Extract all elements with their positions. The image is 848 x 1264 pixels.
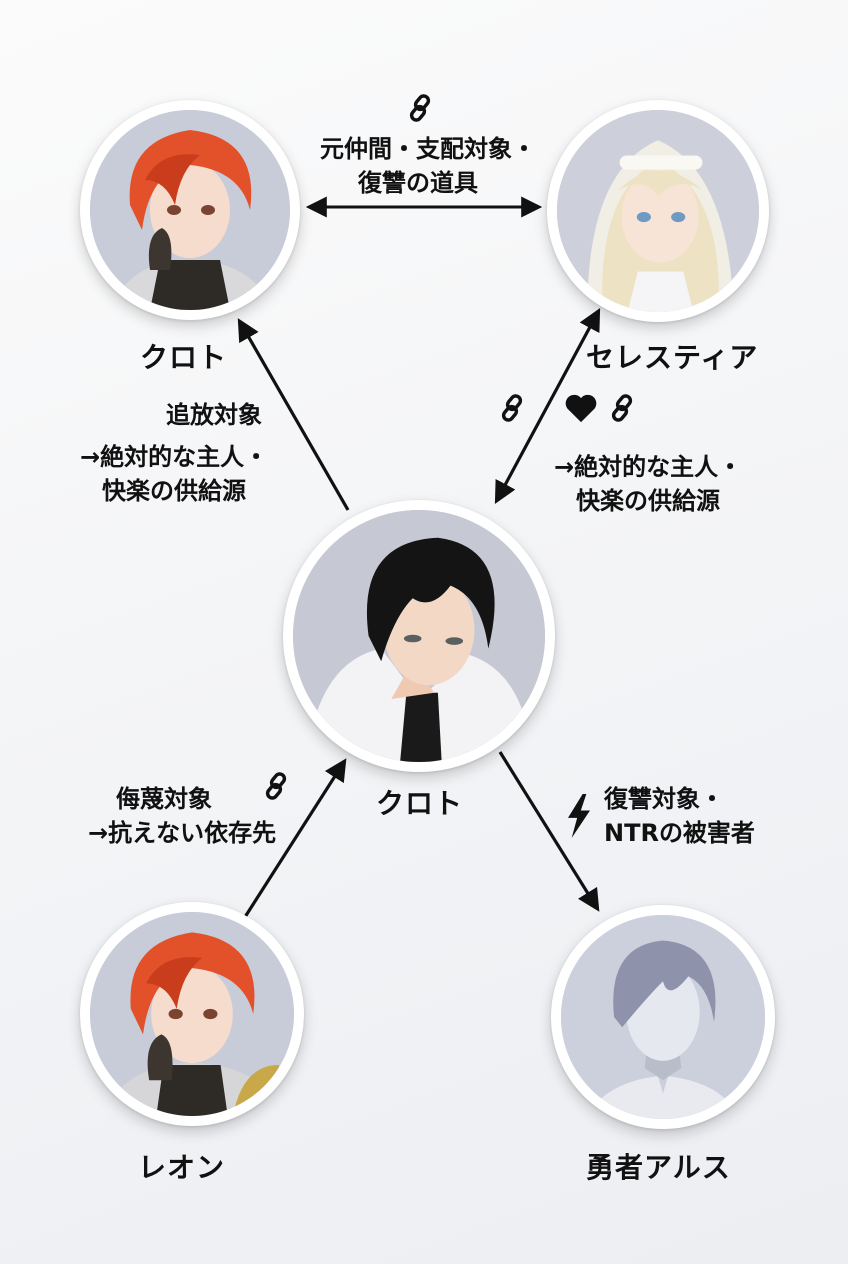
edge-label-center-to-top-left: 追放対象 →絶対的な主人・ 快楽の供給源 (80, 401, 269, 505)
edge-label-center-top-right: →絶対的な主人・ 快楽の供給源 (554, 453, 743, 515)
node-name-bottom-right: 勇者アルス (586, 1151, 731, 1184)
node-center[interactable] (283, 500, 555, 772)
portrait-red-haired-girl (90, 110, 290, 310)
chain-icon (404, 92, 436, 124)
heart-icon (564, 392, 598, 424)
portrait-black-haired-man (293, 510, 545, 762)
chain-icon (496, 392, 528, 424)
node-name-bottom-left: レオン (138, 1151, 226, 1184)
node-bottom-left[interactable] (80, 902, 304, 1126)
edge-label-center-to-bottom-right: 復讐対象・ NTRの被害者 (604, 785, 755, 847)
lightning-icon (564, 794, 594, 838)
node-name-top-right: セレスティア (586, 341, 759, 374)
chain-icon (260, 770, 292, 802)
node-top-right[interactable] (547, 100, 769, 322)
portrait-blonde-nun (557, 110, 759, 312)
node-name-center: クロト (376, 787, 464, 820)
node-bottom-right[interactable] (551, 905, 775, 1129)
chain-icon (606, 392, 638, 424)
portrait-red-haired-knight (90, 912, 294, 1116)
portrait-faceless-silhouette (561, 915, 765, 1119)
edge-label-top-horizontal: 元仲間・支配対象・ 復讐の道具 (320, 135, 536, 197)
edge-label-bottom-left-to-center: 侮蔑対象 →抗えない依存先 (88, 785, 277, 847)
node-top-left[interactable] (80, 100, 300, 320)
node-name-top-left: クロト (140, 341, 228, 374)
